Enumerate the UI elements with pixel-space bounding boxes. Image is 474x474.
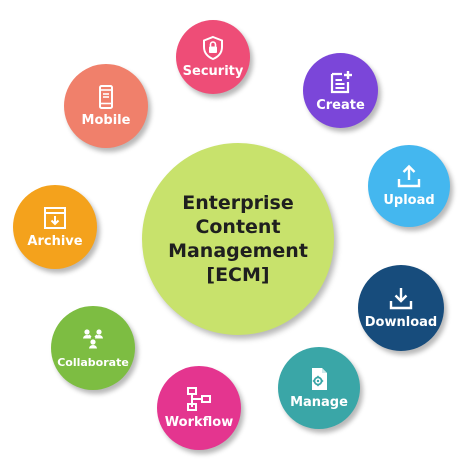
node-upload[interactable]: Upload (368, 145, 450, 227)
collaborate-icon (80, 326, 106, 352)
node-archive[interactable]: Archive (13, 185, 97, 269)
node-mobile[interactable]: Mobile (64, 64, 148, 148)
center-title-line-4: [ECM] (206, 264, 270, 286)
document-add-icon (328, 69, 354, 95)
node-workflow[interactable]: Workflow (157, 366, 241, 450)
node-download[interactable]: Download (358, 265, 444, 351)
center-title-line-1: Enterprise (182, 192, 294, 214)
archive-icon (42, 205, 68, 231)
upload-icon (396, 164, 422, 190)
node-create-label: Create (316, 97, 365, 113)
node-upload-label: Upload (383, 193, 435, 208)
node-manage[interactable]: Manage (278, 347, 360, 429)
node-mobile-label: Mobile (81, 113, 131, 128)
manage-document-icon (306, 366, 332, 392)
ecm-center-circle: Enterprise Content Management [ECM] (142, 143, 334, 335)
node-security-label: Security (182, 64, 244, 79)
node-collaborate[interactable]: Collaborate (51, 306, 135, 390)
workflow-icon (186, 386, 212, 412)
node-collaborate-label: Collaborate (57, 356, 129, 369)
center-title-line-3: Management (168, 240, 308, 262)
node-create[interactable]: Create (303, 53, 378, 128)
node-workflow-label: Workflow (164, 415, 234, 430)
download-icon (388, 286, 414, 312)
mobile-icon (93, 84, 119, 110)
node-download-label: Download (364, 315, 438, 330)
node-manage-label: Manage (290, 395, 348, 410)
center-title-line-2: Content (195, 216, 281, 238)
node-security[interactable]: Security (176, 20, 250, 94)
shield-lock-icon (200, 35, 226, 61)
node-archive-label: Archive (27, 234, 83, 249)
